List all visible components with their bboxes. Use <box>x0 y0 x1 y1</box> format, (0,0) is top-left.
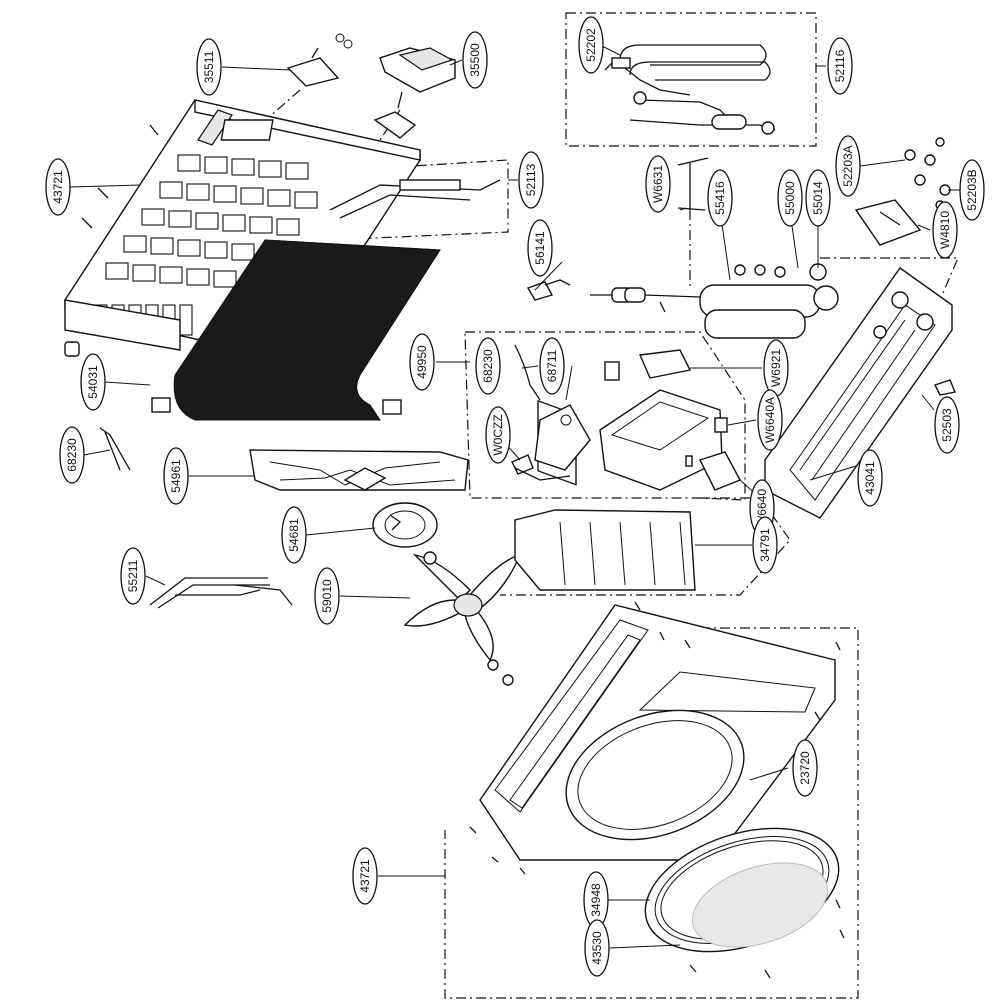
svg-text:34791: 34791 <box>758 528 772 562</box>
front-panel <box>479 604 836 861</box>
part-label-23720: 23720 <box>792 739 818 797</box>
svg-text:23720: 23720 <box>798 751 812 785</box>
part-label-W0CZZ: W0CZZ <box>485 406 511 464</box>
part-label-55211: 55211 <box>120 547 146 605</box>
svg-text:68230: 68230 <box>481 349 495 383</box>
top-small-parts <box>81 33 501 229</box>
part-label-52113: 52113 <box>518 151 544 209</box>
svg-text:W6921: W6921 <box>769 349 783 387</box>
svg-text:43530: 43530 <box>590 931 604 965</box>
svg-text:43721: 43721 <box>51 170 65 204</box>
base-pan-34791 <box>514 509 696 591</box>
part-label-55000: 55000 <box>777 169 803 227</box>
fan-motor <box>372 502 438 548</box>
part-label-56141: 56141 <box>527 219 553 277</box>
svg-text:35500: 35500 <box>468 43 482 77</box>
screws <box>469 601 845 979</box>
svg-text:59010: 59010 <box>320 579 334 613</box>
part-label-52116: 52116 <box>827 37 853 95</box>
svg-text:49950: 49950 <box>415 345 429 379</box>
leader-lines <box>69 44 960 949</box>
part-label-35511: 35511 <box>196 38 222 96</box>
svg-text:W6640A: W6640A <box>763 397 777 443</box>
svg-text:56141: 56141 <box>533 231 547 265</box>
valve-assembly <box>677 137 951 246</box>
svg-text:52503: 52503 <box>940 408 954 442</box>
part-label-54681: 54681 <box>281 506 307 564</box>
part-label-52503: 52503 <box>934 396 960 454</box>
svg-text:68711: 68711 <box>545 349 559 382</box>
part-label-34791: 34791 <box>752 516 778 574</box>
part-labels: 35511 35500 52202 52116 43721 52113 W663… <box>45 16 985 977</box>
part-label-52202: 52202 <box>578 16 604 74</box>
condenser-coil <box>151 239 441 421</box>
part-label-43721-top: 43721 <box>45 158 71 216</box>
svg-text:54681: 54681 <box>287 518 301 552</box>
part-label-68230-left: 68230 <box>59 426 85 484</box>
fan-blade <box>403 551 522 686</box>
svg-text:52202: 52202 <box>584 28 598 62</box>
svg-text:54031: 54031 <box>86 365 100 399</box>
part-label-43041: 43041 <box>857 449 883 507</box>
part-label-43721-bottom: 43721 <box>352 847 378 905</box>
svg-text:55014: 55014 <box>811 181 825 215</box>
part-label-43530: 43530 <box>584 919 610 977</box>
svg-text:55211: 55211 <box>126 559 140 592</box>
svg-text:52203A: 52203A <box>841 145 855 186</box>
svg-text:35511: 35511 <box>202 50 216 83</box>
part-label-W6921: W6921 <box>763 339 789 397</box>
part-label-54031: 54031 <box>80 353 106 411</box>
part-label-54961: 54961 <box>163 447 189 505</box>
part-label-52203A: 52203A <box>835 135 861 197</box>
part-label-W4810: W4810 <box>932 201 958 259</box>
pipe-55211 <box>149 577 293 609</box>
part-label-49950: 49950 <box>409 333 435 391</box>
part-label-52203B: 52203B <box>959 159 985 221</box>
control-box-group <box>511 344 741 491</box>
part-label-35500: 35500 <box>462 31 488 89</box>
svg-text:W0CZZ: W0CZZ <box>491 414 505 455</box>
svg-text:55416: 55416 <box>713 181 727 215</box>
svg-text:52113: 52113 <box>524 163 538 196</box>
orifice-ring <box>644 827 840 953</box>
svg-text:34948: 34948 <box>589 883 603 917</box>
part-label-59010: 59010 <box>314 567 340 625</box>
piping-assembly-52116 <box>604 44 776 135</box>
svg-text:43041: 43041 <box>863 461 877 495</box>
svg-text:W6631: W6631 <box>651 165 665 203</box>
part-label-W6631: W6631 <box>645 155 671 213</box>
part-label-68230: 68230 <box>475 337 501 395</box>
svg-text:55000: 55000 <box>783 181 797 215</box>
svg-text:54961: 54961 <box>169 459 183 493</box>
compressor-and-tubes <box>590 263 839 339</box>
svg-text:W4810: W4810 <box>938 211 952 249</box>
svg-text:52116: 52116 <box>833 49 847 82</box>
motor-bracket <box>249 449 469 491</box>
part-label-W6640A: W6640A <box>757 389 783 451</box>
part-label-55014: 55014 <box>805 169 831 227</box>
svg-text:43721: 43721 <box>358 859 372 893</box>
svg-text:52203B: 52203B <box>965 169 979 210</box>
misc-small-parts <box>64 279 571 471</box>
svg-text:68230: 68230 <box>65 438 79 472</box>
part-label-55416: 55416 <box>707 169 733 227</box>
part-label-68711: 68711 <box>539 337 565 395</box>
